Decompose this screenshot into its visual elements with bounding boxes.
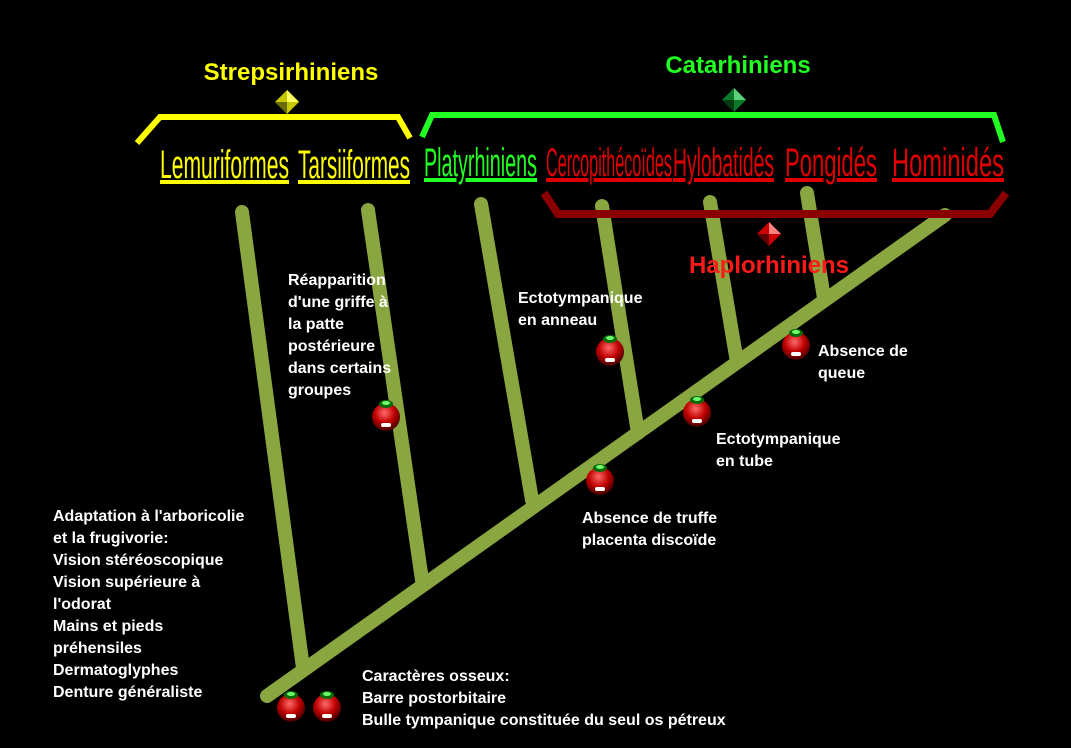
group-strepsirhiniens: Strepsirhiniens — [204, 59, 379, 86]
svg-text:la patte: la patte — [288, 316, 344, 333]
svg-text:Vision stéréoscopique: Vision stéréoscopique — [53, 552, 224, 569]
svg-text:préhensiles: préhensiles — [53, 640, 142, 657]
strepsirhiniens-diamond-icon — [275, 90, 299, 114]
group-catarhiniens: Catarhiniens — [665, 52, 810, 79]
svg-text:Mains et pieds: Mains et pieds — [53, 618, 163, 635]
svg-text:queue: queue — [818, 365, 865, 382]
strepsirhiniens-bracket — [134, 114, 413, 145]
svg-text:groupes: groupes — [288, 382, 351, 399]
root-traits-annotation: Adaptation à l'arboricolie et la frugivo… — [53, 508, 244, 701]
catarhiniens-diamond-icon — [722, 88, 746, 112]
bone-traits-annotation: Caractères osseux: Barre postorbitaire B… — [362, 668, 726, 729]
taxon-hominides: Hominidés — [892, 141, 1004, 185]
svg-text:en tube: en tube — [716, 453, 773, 470]
taxon-pongides: Pongidés — [785, 141, 877, 185]
svg-text:placenta discoïde: placenta discoïde — [582, 532, 716, 549]
trunk-branch — [260, 208, 952, 703]
group-haplorhiniens: Haplorhiniens — [689, 252, 849, 279]
svg-text:Absence de truffe: Absence de truffe — [582, 510, 717, 527]
taxon-cercopithecoides: Cercopithécoïdes — [546, 141, 672, 185]
taxon-hylobatides: Hylobatidés — [673, 141, 774, 185]
svg-text:Barre postorbitaire: Barre postorbitaire — [362, 690, 506, 707]
svg-text:Dermatoglyphes: Dermatoglyphes — [53, 662, 178, 679]
svg-text:Bulle tympanique constituée du: Bulle tympanique constituée du seul os p… — [362, 712, 726, 729]
branch-tarsiiformes — [361, 203, 429, 587]
branch-pongides — [800, 186, 831, 305]
svg-text:d'une griffe à: d'une griffe à — [288, 294, 388, 311]
haplorhiniens-bracket — [540, 190, 1010, 218]
catarhiniens-bracket — [419, 112, 1006, 143]
haplorhiniens-diamond-icon — [757, 222, 781, 246]
root-apple-icon-2 — [313, 691, 341, 722]
branch-cercopithecoides — [595, 199, 645, 440]
svg-text:l'odorat: l'odorat — [53, 596, 112, 613]
svg-text:Absence de: Absence de — [818, 343, 908, 360]
nose-annotation: Absence de truffe placenta discoïde — [582, 510, 717, 549]
svg-text:Denture généraliste: Denture généraliste — [53, 684, 202, 701]
taxon-tarsiiformes: Tarsiiformes — [298, 143, 410, 187]
ring-annotation: Ectotympanique en anneau — [518, 290, 643, 329]
svg-text:dans certains: dans certains — [288, 360, 391, 377]
svg-text:postérieure: postérieure — [288, 338, 375, 355]
taxon-lemuriformes: Lemuriformes — [160, 143, 289, 187]
svg-text:en anneau: en anneau — [518, 312, 597, 329]
svg-text:Ectotympanique: Ectotympanique — [518, 290, 643, 307]
taxon-platyrhiniens: Platyrhiniens — [424, 141, 537, 185]
svg-text:Vision supérieure à: Vision supérieure à — [53, 574, 200, 591]
svg-text:Ectotympanique: Ectotympanique — [716, 431, 841, 448]
tube-annotation: Ectotympanique en tube — [716, 431, 841, 470]
claw-annotation: Réapparition d'une griffe à la patte pos… — [288, 272, 391, 399]
branch-hylobatides — [703, 195, 744, 369]
svg-text:Adaptation à l'arboricolie: Adaptation à l'arboricolie — [53, 508, 244, 525]
branch-platyrhiniens — [474, 197, 539, 507]
root-apple-icon-1 — [277, 691, 305, 722]
svg-text:et la frugivorie:: et la frugivorie: — [53, 530, 169, 547]
svg-text:Caractères osseux:: Caractères osseux: — [362, 668, 510, 685]
svg-text:Réapparition: Réapparition — [288, 272, 386, 289]
tail-annotation: Absence de queue — [818, 343, 908, 382]
branch-lemuriformes — [235, 205, 310, 675]
